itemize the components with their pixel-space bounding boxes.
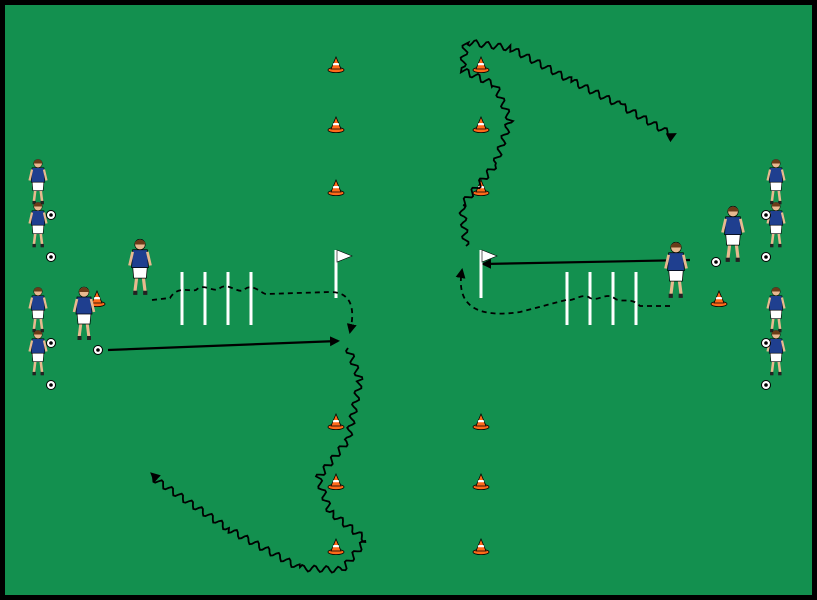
flag-right [479,249,498,298]
player [28,201,48,248]
pass-line-right [481,258,691,269]
dribble-path-right [458,39,677,247]
cone [472,537,490,555]
run-path-left [151,285,357,334]
ball [761,210,771,220]
player [766,329,786,376]
player [128,238,152,295]
cone [327,537,345,555]
flag-left [334,249,353,298]
player [766,158,786,205]
run-path-right [455,268,670,315]
ball [761,252,771,262]
cone [327,178,345,196]
ball [761,338,771,348]
player [28,158,48,205]
ball [761,380,771,390]
player [72,286,96,340]
cone [472,55,490,73]
ball [46,210,56,220]
ball [46,338,56,348]
player [721,205,745,262]
player [28,286,48,333]
ball [93,345,103,355]
ball [46,252,56,262]
cone [710,289,728,307]
cone [472,472,490,490]
cone [327,412,345,430]
dribble-path-left [150,347,367,574]
ball [711,257,721,267]
cone [472,115,490,133]
player [28,329,48,376]
cone [327,55,345,73]
player [766,286,786,333]
pass-line-left [107,336,340,352]
drill-elements [28,39,786,574]
cone [327,115,345,133]
ball [46,380,56,390]
cone [327,472,345,490]
player [766,201,786,248]
player [664,241,688,298]
cone [472,412,490,430]
